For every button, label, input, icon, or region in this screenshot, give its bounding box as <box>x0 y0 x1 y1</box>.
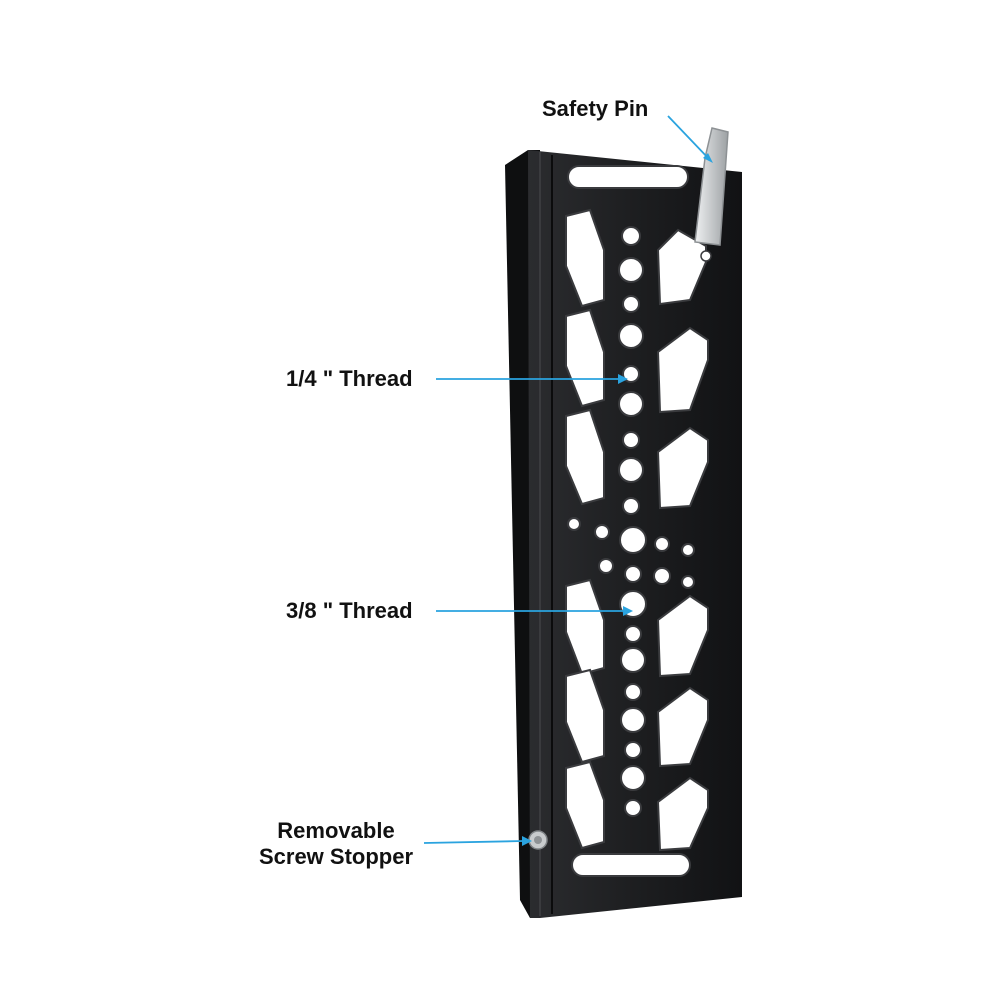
label-screw-stopper-line2: Screw Stopper <box>258 844 414 869</box>
screw-stopper-icon <box>528 830 548 850</box>
label-three-eighths-thread: 3/8 " Thread <box>286 598 413 623</box>
plate <box>505 150 742 918</box>
label-safety-pin: Safety Pin <box>542 96 649 121</box>
label-screw-stopper-line1: Removable <box>277 818 395 843</box>
safety-pin-icon <box>694 127 729 262</box>
label-quarter-thread: 1/4 " Thread <box>286 366 413 391</box>
label-screw-stopper: Removable Screw Stopper <box>248 818 424 870</box>
callout-lines <box>423 115 713 846</box>
